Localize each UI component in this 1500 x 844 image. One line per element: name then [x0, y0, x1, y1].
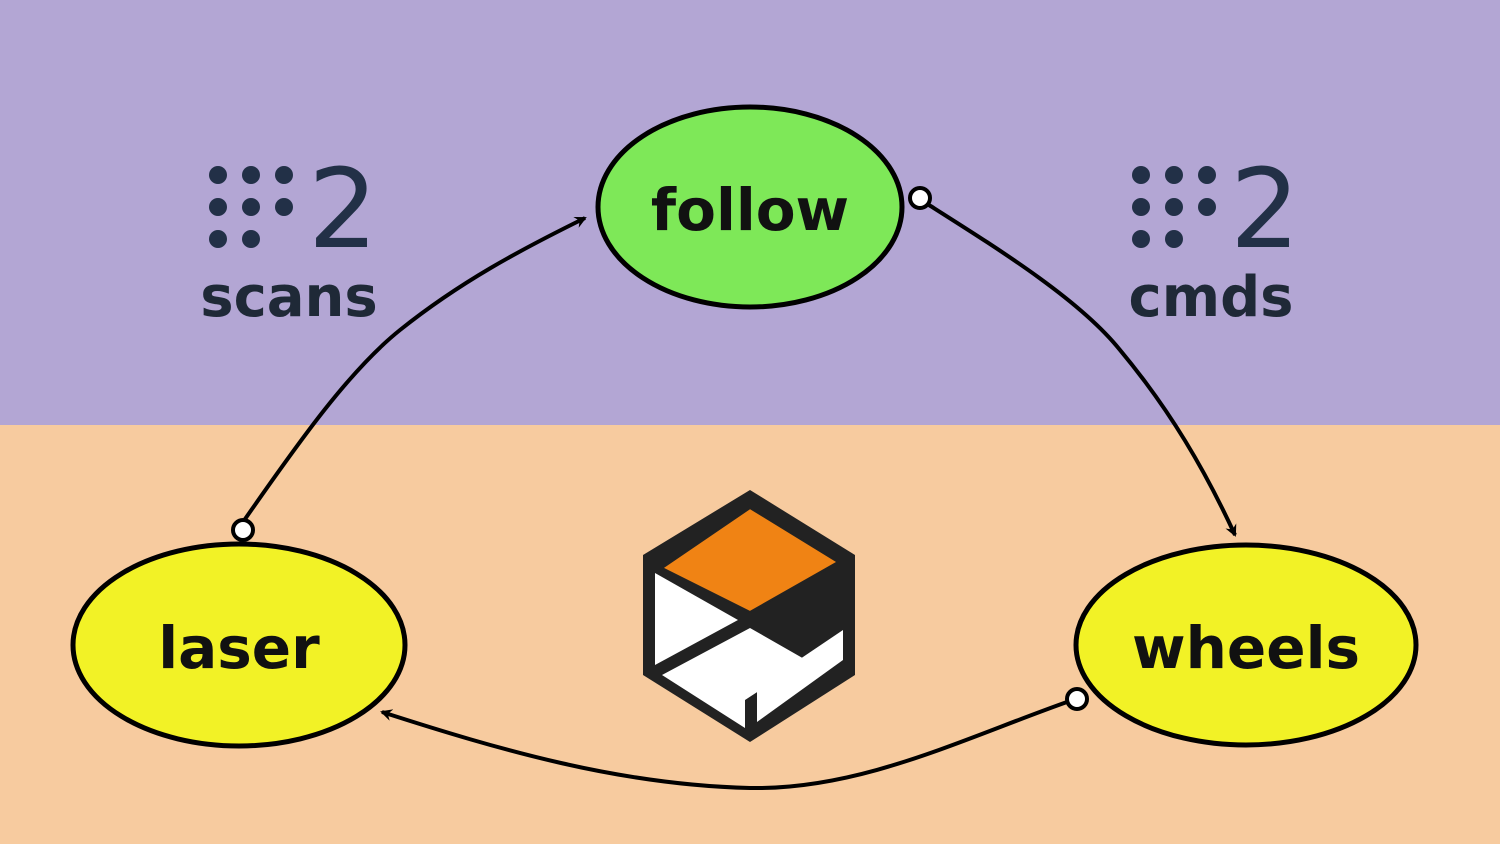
topic-scans: 2 scans: [200, 145, 378, 330]
topic-scans-name: scans: [200, 265, 378, 330]
grid-dots-icon: [1132, 166, 1216, 248]
node-wheels-ellipse: [1073, 542, 1419, 748]
node-follow-ellipse: [595, 104, 905, 310]
edge-laser-to-follow-origin: [231, 518, 255, 542]
topic-cmds-name: cmds: [1129, 265, 1294, 330]
node-laser-label: laser: [158, 614, 320, 682]
edge-wheels-to-laser: [380, 700, 1068, 791]
node-follow-label: follow: [651, 176, 849, 244]
edge-wheels-to-laser-origin: [1065, 687, 1089, 711]
node-laser[interactable]: laser: [70, 541, 408, 749]
edge-follow-to-wheels: [927, 203, 1237, 537]
node-wheels[interactable]: wheels: [1073, 542, 1419, 748]
node-wheels-label: wheels: [1132, 614, 1360, 682]
topic-cmds-number: 2: [1230, 145, 1300, 273]
grid-dots-icon: [209, 166, 293, 248]
node-laser-ellipse: [70, 541, 408, 749]
node-follow[interactable]: follow: [595, 104, 905, 310]
edge-laser-to-follow: [241, 216, 587, 524]
topic-cmds: 2 cmds: [1129, 145, 1300, 330]
topic-scans-number: 2: [308, 145, 378, 273]
gazebo-logo-icon: [643, 490, 855, 742]
edge-follow-to-wheels-origin: [908, 186, 932, 210]
